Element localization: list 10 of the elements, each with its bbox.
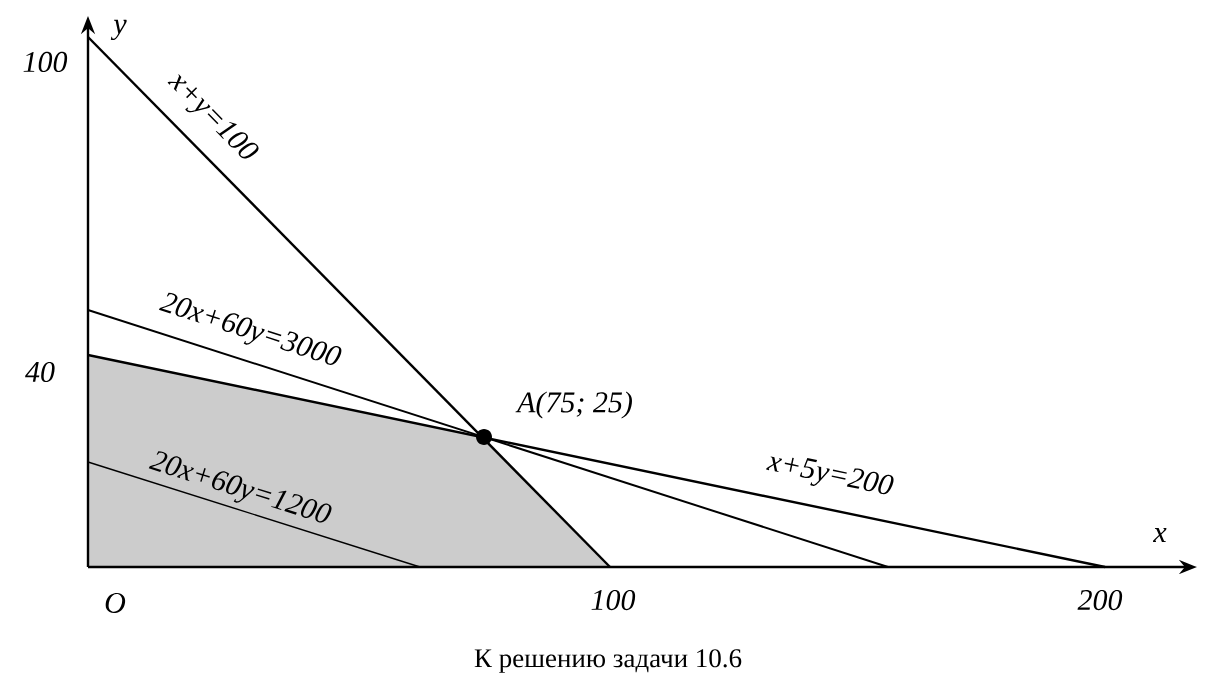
point-label: A(75; 25)	[515, 391, 632, 419]
line-equation-label: x+5y=200	[766, 456, 894, 495]
axis-label: y	[110, 19, 127, 41]
tick-label: 100	[591, 589, 636, 611]
tick-label: 40	[25, 361, 55, 383]
axis-label: O	[105, 592, 126, 614]
tick-label: 100	[23, 51, 68, 73]
caption: К решению задачи 10.6	[474, 649, 742, 673]
axis-label: x	[1153, 528, 1167, 542]
tick-label: 200	[1077, 589, 1123, 611]
